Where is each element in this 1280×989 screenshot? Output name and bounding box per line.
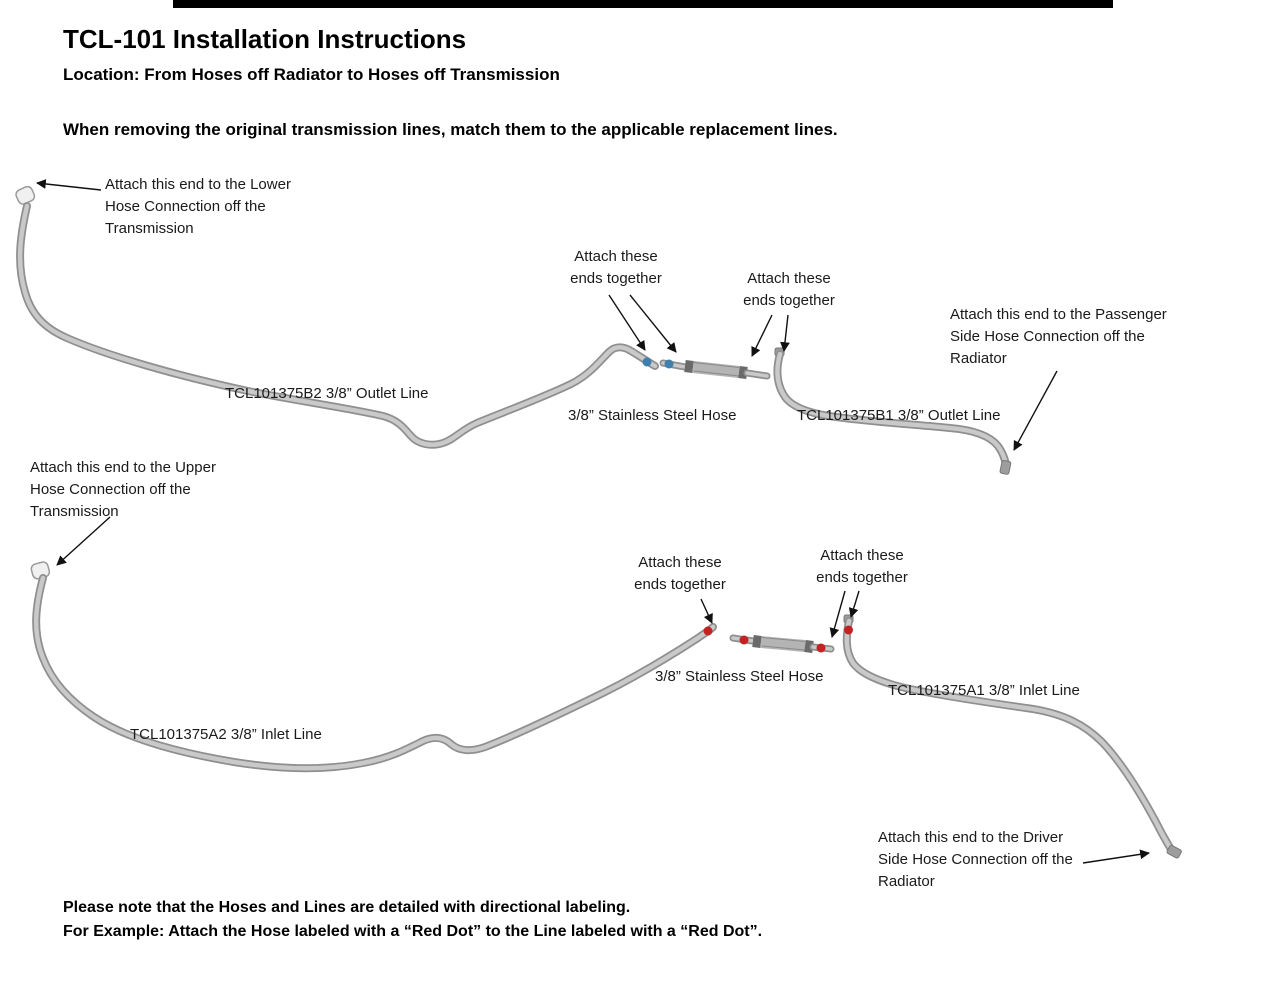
callout-attach-bottom-right: Attach these ends together (816, 547, 908, 586)
label-inlet-line-a2: TCL101375A2 3/8” Inlet Line (130, 726, 322, 743)
callout-attach-top-left: Attach these ends together (570, 248, 662, 287)
arrow-driver-radiator (1082, 849, 1150, 864)
label-hose-top: 3/8” Stainless Steel Hose (568, 407, 737, 424)
callout-passenger-radiator: Attach this end to the Passenger Side Ho… (950, 306, 1167, 367)
inlet-line-a1 (842, 614, 1182, 859)
arrow-upper-transmission (56, 516, 111, 566)
arrow-passenger-radiator (1013, 370, 1058, 451)
blue-dot-b2-end (642, 357, 652, 367)
note-line-1: Please note that the Hoses and Lines are… (63, 899, 631, 916)
stainless-hose-top (659, 359, 771, 380)
callout-upper-transmission: Attach this end to the Upper Hose Connec… (30, 459, 216, 520)
arrow-attach-top-right-2 (780, 314, 790, 352)
blue-dot-hose-top (664, 359, 674, 369)
intro-line: When removing the original transmission … (63, 120, 838, 139)
label-outlet-line-b2: TCL101375B2 3/8” Outlet Line (225, 385, 429, 402)
red-dot-hose-left (739, 635, 749, 645)
callout-attach-bottom-left: Attach these ends together (634, 554, 726, 593)
radiator-fitting-passenger (999, 459, 1012, 475)
callout-arrows (36, 179, 1150, 864)
outlet-line-b2 (15, 185, 659, 449)
label-inlet-line-a1: TCL101375A1 3/8” Inlet Line (888, 682, 1080, 699)
callout-lower-transmission: Attach this end to the Lower Hose Connec… (105, 176, 291, 237)
arrow-lower-transmission (36, 179, 102, 191)
red-dot-hose-right (816, 643, 826, 653)
label-hose-bottom: 3/8” Stainless Steel Hose (655, 668, 824, 685)
stainless-hose-bottom (729, 634, 835, 653)
callout-attach-top-right: Attach these ends together (743, 270, 835, 309)
footer-notes: Please note that the Hoses and Lines are… (63, 896, 963, 944)
arrow-attach-top-left-2 (629, 294, 677, 353)
top-scan-bar (173, 0, 1113, 8)
arrow-attach-bottom-right-1 (829, 590, 846, 638)
red-dot-a1-end (844, 625, 853, 635)
arrow-attach-top-right-1 (751, 314, 773, 357)
arrow-attach-bottom-right-2 (848, 590, 860, 618)
outlet-line-b1 (773, 347, 1012, 475)
arrow-attach-top-left-1 (608, 294, 646, 351)
arrow-attach-bottom-left (700, 598, 713, 624)
radiator-fitting-driver (1166, 844, 1182, 859)
note-line-2: For Example: Attach the Hose labeled wit… (63, 923, 763, 940)
transmission-fitting-lower (15, 185, 36, 205)
label-outlet-line-b1: TCL101375B1 3/8” Outlet Line (797, 407, 1001, 424)
red-dot-a2-end (703, 626, 713, 636)
location-line: Location: From Hoses off Radiator to Hos… (63, 65, 560, 84)
page-title: TCL-101 Installation Instructions (63, 24, 467, 54)
inlet-line-a2 (30, 561, 717, 773)
callout-driver-radiator: Attach this end to the Driver Side Hose … (878, 829, 1073, 890)
